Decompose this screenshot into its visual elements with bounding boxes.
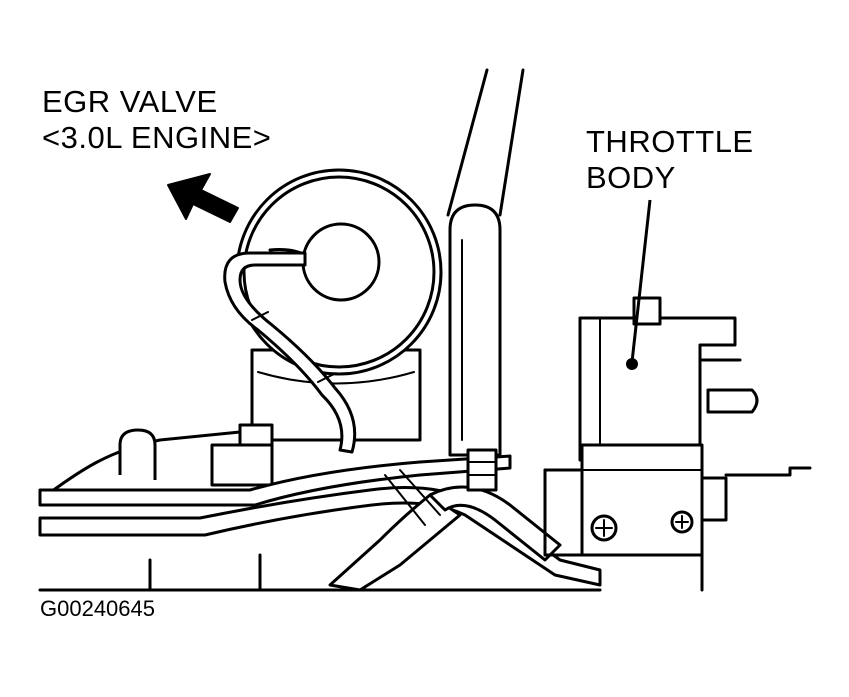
egr-valve-label: EGR VALVE xyxy=(42,84,218,119)
body-label: BODY xyxy=(586,160,676,195)
figure-id: G00240645 xyxy=(40,596,155,621)
egr-fitting-nut xyxy=(118,423,274,487)
throttle-label: THROTTLE xyxy=(586,124,754,159)
coolant-hoses xyxy=(38,448,602,592)
egr-valve xyxy=(223,168,443,454)
throttle-body-leader xyxy=(626,199,652,370)
egr-pointer-arrow xyxy=(167,173,239,223)
intake-tube xyxy=(446,68,525,457)
throttle-body xyxy=(543,296,812,592)
egr-engine-label: <3.0L ENGINE> xyxy=(42,120,272,155)
